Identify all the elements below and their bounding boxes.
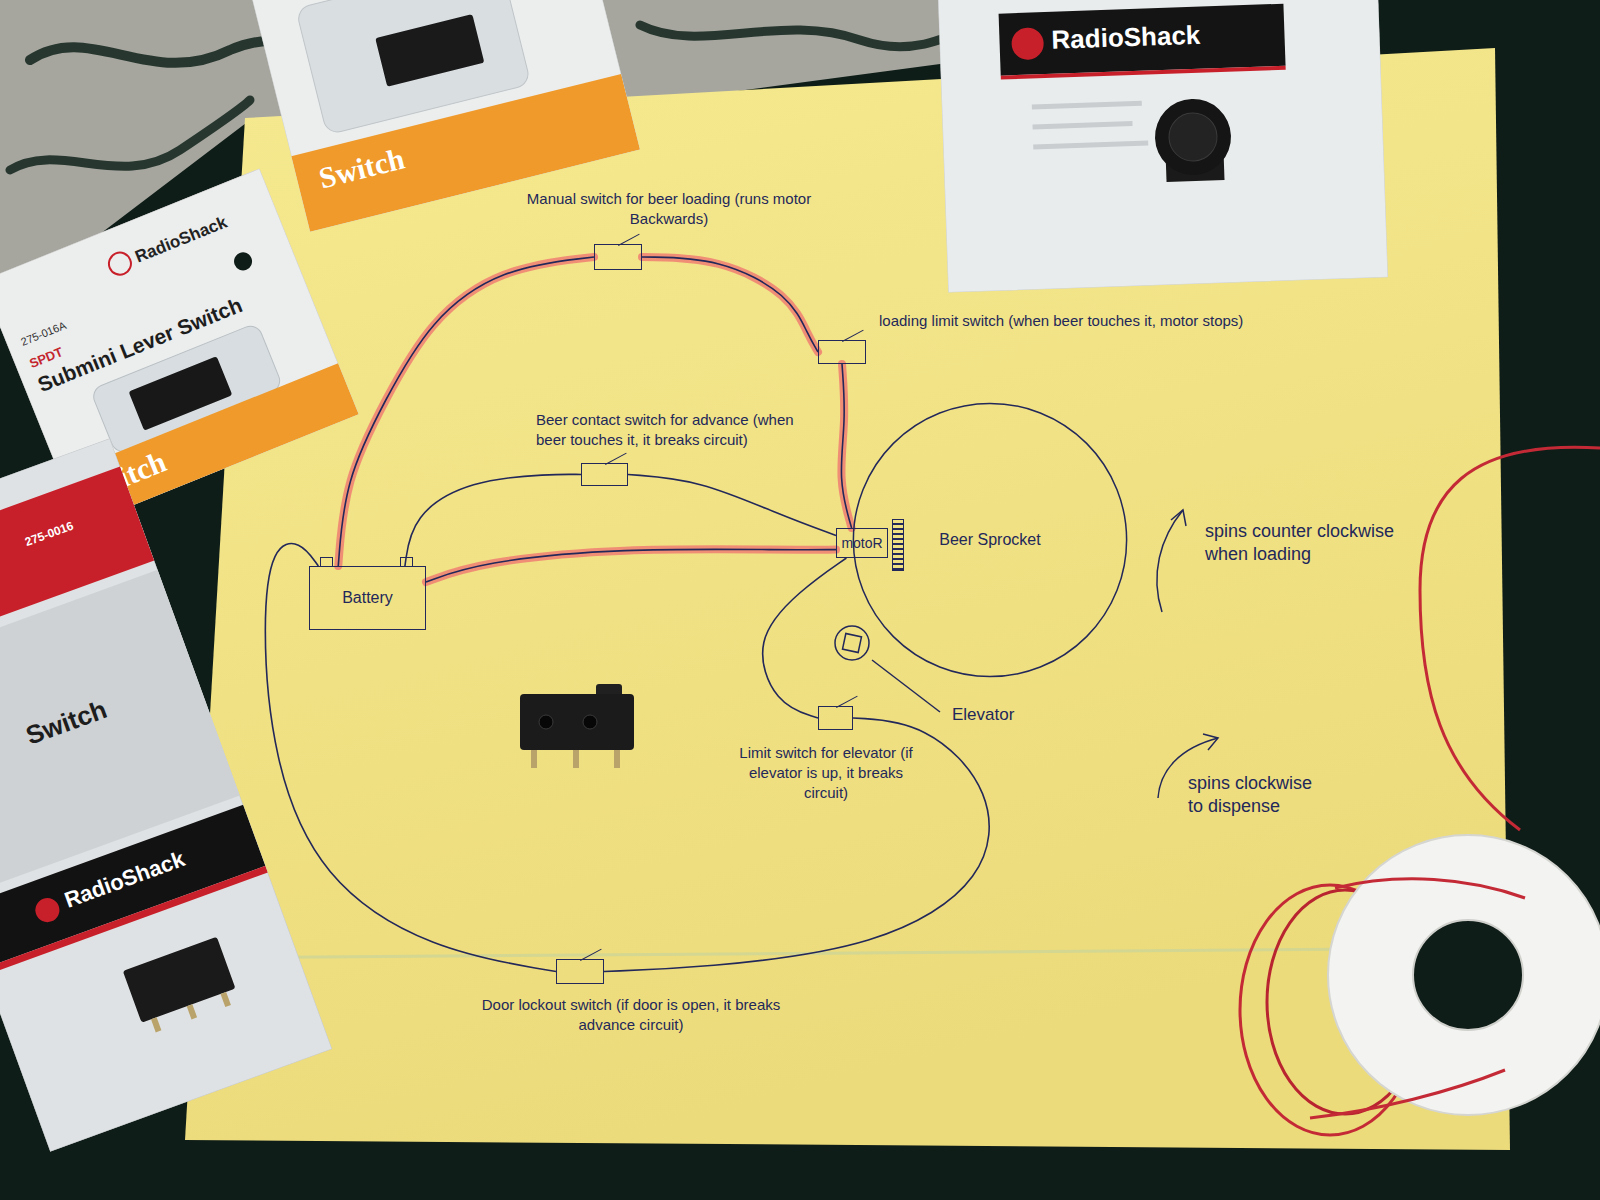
node-label: Beer Sprocket	[939, 530, 1040, 550]
hang-hole	[231, 250, 254, 273]
wire	[405, 474, 581, 566]
switch-body	[123, 937, 236, 1023]
wire-group	[405, 474, 581, 566]
package-band	[999, 4, 1286, 76]
switch-lever	[842, 330, 864, 342]
fine-print	[1032, 101, 1142, 110]
switch-box: Limit switch for elevator (if elevator i…	[818, 706, 853, 730]
battery-box: Battery	[309, 566, 426, 630]
wire-group	[628, 475, 836, 536]
switch-hole	[539, 715, 553, 729]
wire-group	[604, 718, 989, 972]
brand-logo	[1011, 27, 1044, 60]
motor-shaft	[892, 519, 904, 571]
wire-group	[265, 544, 556, 972]
brand-name: RadioShack	[1051, 19, 1201, 57]
push-button	[1154, 98, 1233, 177]
wire	[763, 558, 847, 718]
spool-hole	[1413, 920, 1523, 1030]
sprocket-circle: Beer Sprocket	[852, 402, 1128, 678]
elevator-cam	[835, 626, 869, 660]
wire	[265, 544, 556, 972]
switch-box: Door lockout switch (if door is open, it…	[556, 959, 604, 984]
arrow-head	[1203, 734, 1218, 750]
switch-pin	[614, 750, 620, 768]
switch-lever	[605, 453, 627, 465]
loose-switch	[520, 684, 634, 768]
switch-lever	[836, 696, 858, 708]
switch-body	[520, 694, 634, 750]
switch-box: Beer contact switch for advance (when be…	[581, 463, 628, 486]
switch-lever	[580, 949, 602, 961]
wire-highlight	[642, 257, 818, 352]
fine-print	[1032, 121, 1132, 129]
paper-fold	[192, 948, 1505, 958]
switch-label: Manual switch for beer loading (runs mot…	[489, 189, 849, 229]
arrow-shaft	[1157, 510, 1183, 612]
elevator-symbol	[835, 626, 869, 660]
node-label: motoR	[841, 533, 882, 553]
rug-pattern	[10, 100, 250, 170]
fine-print	[1033, 141, 1148, 150]
battery-terminal	[320, 557, 333, 566]
red-wire	[1310, 1070, 1505, 1118]
package-band	[291, 74, 640, 232]
spool-ring	[1328, 835, 1600, 1115]
switch-label: Beer contact switch for advance (when be…	[536, 410, 801, 450]
motor-box: motoR	[836, 528, 888, 558]
package-stripe	[1001, 66, 1286, 80]
wire	[426, 549, 836, 582]
red-wire	[1335, 879, 1525, 898]
wire-group	[763, 558, 847, 718]
elevator-shaft	[843, 634, 862, 653]
rotation-arrow	[1157, 510, 1186, 612]
switch-pin	[151, 1017, 161, 1032]
wire-group	[841, 364, 851, 528]
sprocket-outline	[853, 403, 1126, 676]
wire	[604, 718, 989, 972]
package-bag	[938, 0, 1388, 293]
note-label: spins counter clockwise when loading	[1205, 520, 1395, 565]
brand-logo	[32, 895, 63, 926]
wire-group	[642, 257, 818, 352]
switch-label: Door lockout switch (if door is open, it…	[461, 995, 801, 1035]
switch-pin	[531, 750, 537, 768]
switch-pin	[187, 1004, 197, 1019]
switch-lever	[618, 234, 640, 246]
red-wire	[1420, 447, 1600, 830]
button-package: RadioShack	[938, 0, 1388, 293]
rug-pattern	[640, 18, 990, 47]
switch-pin	[221, 992, 231, 1007]
switch-hole	[583, 715, 597, 729]
brand-logo	[106, 249, 135, 278]
node-label: Battery	[342, 588, 393, 608]
push-button-cap	[1168, 112, 1218, 162]
wire-highlight	[426, 549, 836, 582]
wire	[628, 475, 836, 536]
wire	[841, 364, 851, 528]
note-label: spins clockwise to dispense	[1188, 772, 1323, 817]
part-label: Elevator	[952, 704, 1014, 725]
switch-body	[375, 14, 484, 87]
wire-highlight	[841, 364, 851, 528]
package-bag	[0, 438, 332, 1151]
switch-box: Manual switch for beer loading (runs mot…	[594, 244, 642, 270]
switch-label: Limit switch for elevator (if elevator i…	[736, 743, 916, 803]
battery-terminal	[400, 557, 413, 566]
arrow-head	[1171, 510, 1186, 526]
wire-group	[426, 549, 836, 582]
switch-pin	[573, 750, 579, 768]
switch-box: loading limit switch (when beer touches …	[818, 340, 866, 364]
switch-label: loading limit switch (when beer touches …	[879, 311, 1359, 331]
leader-line	[872, 660, 940, 712]
wire	[642, 257, 818, 352]
